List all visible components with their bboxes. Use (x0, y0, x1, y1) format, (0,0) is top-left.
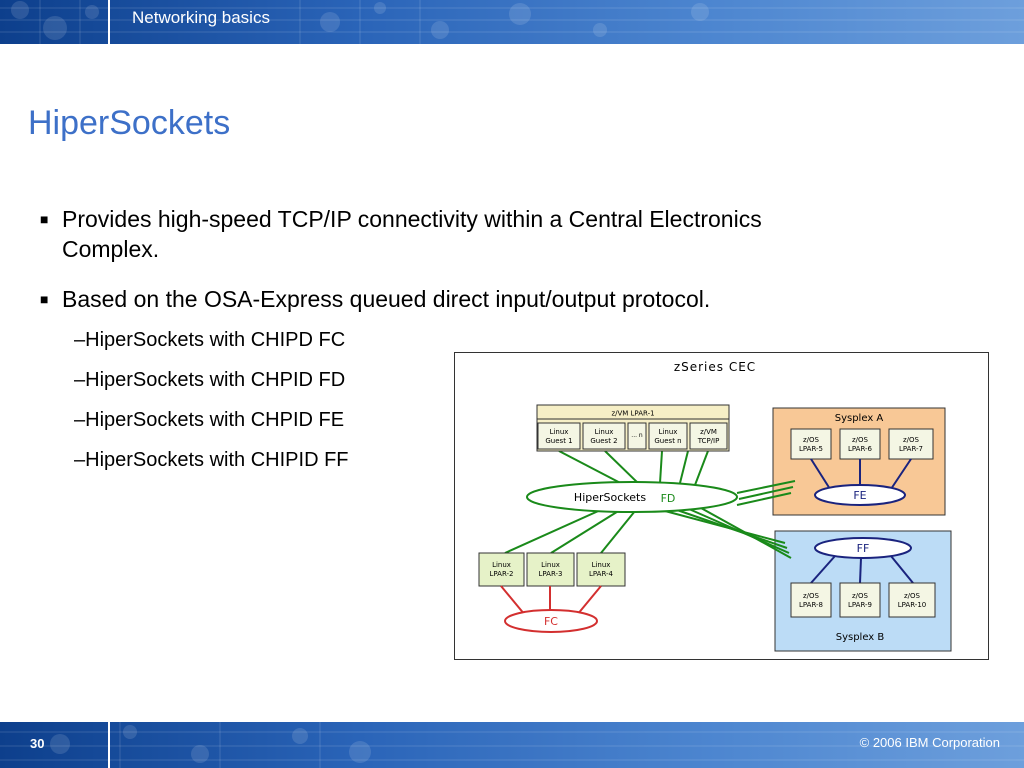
ff-label: FF (857, 542, 870, 555)
footer-band: 30 © 2006 IBM Corporation (0, 722, 1024, 768)
slide-title: HiperSockets (28, 104, 231, 142)
box-line: LPAR-7 (899, 445, 923, 453)
zos-lpar-box (839, 582, 881, 618)
diagram-title: zSeries CEC (674, 360, 756, 374)
box-line: z/VM (700, 428, 717, 436)
box-line: z/OS (903, 436, 920, 444)
zvm-lpar-label: z/VM LPAR-1 (611, 410, 654, 418)
linux-lpar-box (576, 552, 626, 587)
fc-label: FC (544, 615, 558, 628)
box-line: Guest 2 (590, 437, 617, 445)
diagram-canvas: zSeries CEC Sysplex A Sysplex B z/ (478, 360, 952, 652)
sub-item: –HiperSockets with CHPID FD (74, 369, 346, 391)
bullet-item: ■ Based on the OSA-Express queued direct… (40, 284, 840, 314)
box-line: TCP/IP (697, 437, 720, 445)
box-line: Linux (595, 428, 614, 436)
box-line: z/OS (904, 592, 921, 600)
zos-lpar-box (790, 582, 832, 618)
sysplex-b-label: Sysplex B (836, 632, 885, 643)
box-line: LPAR-9 (848, 601, 872, 609)
linux-guest-box (582, 422, 626, 450)
box-line: ... n (631, 432, 643, 439)
zos-lpar-box (790, 428, 832, 460)
hipersockets-label: HiperSockets (574, 491, 646, 504)
header-decoration (0, 0, 1024, 44)
header-divider (108, 0, 110, 44)
fe-connection-lines (810, 458, 912, 490)
copyright: © 2006 IBM Corporation (859, 735, 1000, 750)
bullet-item: ■ Provides high-speed TCP/IP connectivit… (40, 204, 840, 266)
fc-connection-lines (500, 585, 602, 616)
box-line: z/OS (803, 592, 820, 600)
sub-item: –HiperSockets with CHPID FE (74, 409, 345, 431)
box-line: LPAR-6 (848, 445, 873, 453)
header-band: Networking basics (0, 0, 1024, 44)
zos-lpar-box (888, 428, 934, 460)
header-title: Networking basics (132, 8, 270, 27)
fc-ellipse (504, 609, 598, 633)
box-line: Guest n (654, 437, 681, 445)
zos-lpar-box (888, 582, 936, 618)
box-line: LPAR-10 (898, 601, 926, 609)
linux-guest-box (537, 422, 581, 450)
footer-divider (108, 722, 110, 768)
sub-item: –HiperSockets with CHIPD FC (74, 329, 346, 351)
box-line: z/OS (852, 436, 869, 444)
box-line: Linux (541, 561, 560, 569)
box-line: LPAR-3 (538, 570, 562, 578)
box-line: Linux (550, 428, 569, 436)
fd-label: FD (661, 492, 676, 505)
footer-decoration (0, 722, 1024, 768)
box-line: LPAR-4 (589, 570, 614, 578)
box-line: Linux (592, 561, 611, 569)
box-line: Linux (659, 428, 678, 436)
hipersockets-fd-ellipse (526, 481, 738, 513)
bullet-text: Based on the OSA-Express queued direct i… (62, 286, 711, 312)
square-bullet-icon: ■ (40, 211, 49, 227)
page-number: 30 (30, 736, 45, 751)
fe-ellipse (814, 484, 906, 506)
box-line: z/OS (852, 592, 869, 600)
ff-connection-lines (810, 555, 914, 584)
box-line: LPAR-5 (799, 445, 823, 453)
bullet-text: Provides high-speed TCP/IP connectivity … (62, 206, 762, 262)
ff-ellipse (814, 537, 912, 559)
box-line: Guest 1 (545, 437, 572, 445)
box-line: LPAR-2 (489, 570, 513, 578)
hipersockets-diagram: zSeries CEC Sysplex A Sysplex B z/ (454, 352, 989, 660)
box-line: LPAR-8 (799, 601, 823, 609)
zos-lpar-box (839, 428, 881, 460)
fe-label: FE (853, 489, 866, 502)
more-guests-box (627, 422, 647, 450)
sub-item: –HiperSockets with CHIPID FF (74, 449, 349, 471)
box-line: Linux (492, 561, 511, 569)
box-line: z/OS (803, 436, 820, 444)
linux-guest-box (648, 422, 688, 450)
square-bullet-icon: ■ (40, 291, 49, 307)
zvm-tcpip-box (689, 422, 728, 450)
sysplex-a-label: Sysplex A (835, 413, 884, 424)
